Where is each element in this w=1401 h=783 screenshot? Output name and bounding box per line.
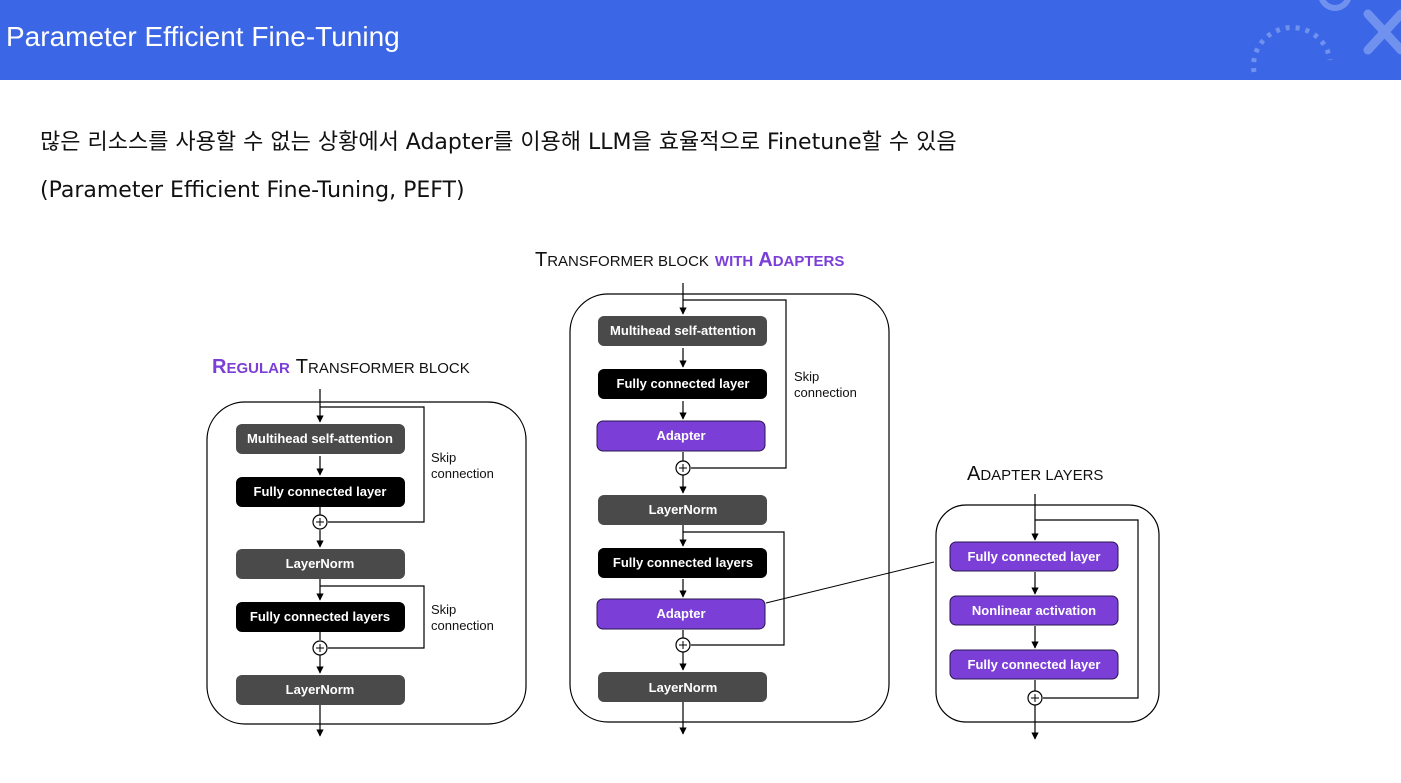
adapter-box-1-label: Adapter bbox=[656, 428, 705, 443]
header-bar: Parameter Efficient Fine-Tuning bbox=[0, 0, 1401, 80]
regular-block-frame bbox=[206, 401, 527, 725]
adapter-block-frame bbox=[569, 293, 890, 723]
add-node-icon bbox=[312, 640, 328, 656]
adapter-fc2-box bbox=[949, 649, 1119, 680]
regular-skip-label-2b: connection bbox=[431, 618, 494, 633]
adapter-box-2-label: Adapter bbox=[656, 606, 705, 621]
adapter-layernorm-label-2: LayerNorm bbox=[649, 680, 718, 695]
regular-skip-label-2a: Skip bbox=[431, 602, 456, 617]
adapter-fc-layers-label: Fully connected layers bbox=[613, 555, 753, 570]
adapter-attention-label: Multihead self-attention bbox=[610, 323, 756, 338]
detail-connector-line bbox=[765, 561, 935, 604]
adapter-layernorm-box-2 bbox=[598, 672, 767, 702]
decorative-shapes-icon bbox=[1251, 0, 1401, 73]
adapter-fc1-box bbox=[949, 541, 1119, 572]
regular-skip-label-1b: connection bbox=[431, 466, 494, 481]
regular-layernorm-label-2: LayerNorm bbox=[286, 682, 355, 697]
add-node-icon bbox=[675, 460, 691, 476]
regular-layernorm-box-2 bbox=[236, 675, 405, 705]
adapter-layernorm-label-1: LayerNorm bbox=[649, 502, 718, 517]
description-line-2: (Parameter Efficient Fine-Tuning, PEFT) bbox=[40, 178, 465, 203]
regular-attention-label: Multihead self-attention bbox=[247, 431, 393, 446]
adapter-skip-label-a: Skip bbox=[794, 369, 819, 384]
adapter-fc2-label: Fully connected layer bbox=[968, 657, 1101, 672]
adapter-activation-box bbox=[949, 595, 1119, 626]
page-title: Parameter Efficient Fine-Tuning bbox=[6, 21, 400, 52]
regular-skip-label-1a: Skip bbox=[431, 450, 456, 465]
adapter-fc-layers-box bbox=[598, 548, 767, 578]
adapter-fc-layer-box bbox=[598, 369, 767, 399]
adapter-fc1-label: Fully connected layer bbox=[968, 549, 1101, 564]
regular-attention-box bbox=[236, 424, 405, 454]
adapter-layers-detail: ADAPTER LAYERS Fully connected layer Non… bbox=[935, 463, 1160, 740]
regular-layernorm-label-1: LayerNorm bbox=[286, 556, 355, 571]
regular-fc-layers-label: Fully connected layers bbox=[250, 609, 390, 624]
regular-fc-layer-label: Fully connected layer bbox=[254, 484, 387, 499]
add-node-icon bbox=[1027, 690, 1043, 706]
add-node-icon bbox=[675, 637, 691, 653]
adapter-layers-frame bbox=[935, 504, 1160, 723]
adapter-box-1 bbox=[596, 420, 766, 452]
adapter-box-2 bbox=[596, 598, 766, 630]
description-line-1: 많은 리소스를 사용할 수 없는 상황에서 Adapter를 이용해 LLM을 … bbox=[40, 130, 957, 155]
regular-fc-layer-box bbox=[236, 477, 405, 507]
adapter-layers-title: ADAPTER LAYERS bbox=[967, 463, 1103, 485]
adapter-fc-layer-label: Fully connected layer bbox=[617, 376, 750, 391]
adapter-layernorm-box-1 bbox=[598, 495, 767, 525]
adapter-attention-box bbox=[598, 316, 767, 346]
add-node-icon bbox=[312, 514, 328, 530]
regular-fc-layers-box bbox=[236, 602, 405, 632]
regular-layernorm-box-1 bbox=[236, 549, 405, 579]
adapter-activation-label: Nonlinear activation bbox=[972, 603, 1096, 618]
adapter-skip-label-b: connection bbox=[794, 385, 857, 400]
